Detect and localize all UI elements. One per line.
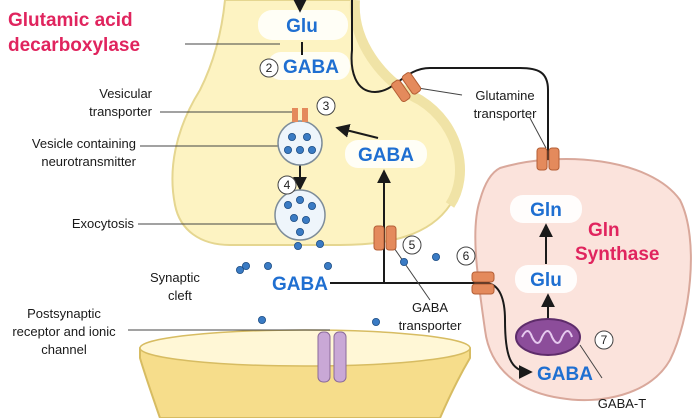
gaba-transporter-glia xyxy=(471,271,495,295)
label-gaba-transporter-1: GABA xyxy=(412,300,448,315)
leader-glutamine-transporter-b xyxy=(529,117,547,149)
gaba-dot xyxy=(323,261,332,270)
svg-text:7: 7 xyxy=(601,333,608,347)
gaba-transporter-neuron xyxy=(373,225,397,251)
svg-text:3: 3 xyxy=(323,99,330,113)
mitochondrion xyxy=(515,318,581,356)
molecule-gaba-presynaptic: GABA xyxy=(283,57,339,78)
gaba-dot xyxy=(371,317,380,326)
label-synaptic-cleft-1: Synaptic xyxy=(150,270,200,285)
label-postsynaptic-2: receptor and ionic xyxy=(12,324,116,339)
gaba-dot xyxy=(287,132,296,141)
step-marker-6: 6 xyxy=(456,246,476,266)
glu-highlight xyxy=(258,10,348,40)
gaba-dot xyxy=(295,145,304,154)
gaba-dot xyxy=(283,200,292,209)
vesicle-docked-top xyxy=(277,120,323,166)
step-marker-3: 3 xyxy=(316,96,336,116)
glutamine-transporter-glia xyxy=(536,147,560,171)
label-vesicular-transporter-2: transporter xyxy=(89,104,153,119)
gaba-dot xyxy=(307,145,316,154)
vesicular-transporter xyxy=(292,108,308,122)
gaba-highlight-right xyxy=(345,140,427,168)
gaba-dot xyxy=(257,315,266,324)
gaba-dot xyxy=(295,195,304,204)
leader-gaba-t xyxy=(579,344,603,379)
step-marker-7: 7 xyxy=(594,330,614,350)
gaba-dot xyxy=(302,132,311,141)
molecule-gln-glia: Gln xyxy=(530,200,562,221)
gaba-dot xyxy=(301,215,310,224)
molecule-gaba-recycled: GABA xyxy=(358,145,414,166)
gaba-dot xyxy=(399,257,408,266)
gaba-dot xyxy=(315,239,324,248)
label-postsynaptic-1: Postsynaptic xyxy=(27,306,101,321)
leader-gaba-transporter xyxy=(391,244,431,301)
glutamine-transporter-neuron xyxy=(391,72,422,103)
gaba-molecule-dots xyxy=(235,132,440,326)
label-glutamine-transporter-2: transporter xyxy=(474,106,538,121)
gaba-highlight-top xyxy=(268,52,350,80)
leader-glutamine-transporter xyxy=(417,87,463,96)
postsynaptic-surface xyxy=(139,329,471,367)
enzyme-gad-line2: decarboxylase xyxy=(8,35,140,56)
svg-text:4: 4 xyxy=(284,178,291,192)
label-gaba-transporter-2: transporter xyxy=(399,318,463,333)
molecule-glu-presynaptic: Glu xyxy=(286,16,318,37)
svg-text:6: 6 xyxy=(463,249,470,263)
gaba-dot xyxy=(431,252,440,261)
label-synaptic-cleft-2: cleft xyxy=(168,288,192,303)
gaba-dot xyxy=(235,265,244,274)
gaba-dot xyxy=(289,213,298,222)
step-marker-4: 4 xyxy=(277,175,297,195)
axon-membrane-edge xyxy=(349,0,465,208)
label-gaba-t: GABA-T xyxy=(598,396,646,411)
label-vesicle-2: neurotransmitter xyxy=(41,154,136,169)
molecule-gaba-glia: GABA xyxy=(537,364,593,385)
svg-text:5: 5 xyxy=(409,238,416,252)
gaba-dot xyxy=(241,261,250,270)
enzyme-gln-synthase-line2: Synthase xyxy=(575,244,659,265)
enzyme-gln-synthase-line1: Gln xyxy=(588,220,620,241)
molecule-glu-glia: Glu xyxy=(530,270,562,291)
step-marker-5: 5 xyxy=(402,235,422,255)
label-postsynaptic-3: channel xyxy=(41,342,87,357)
gln-highlight xyxy=(510,195,582,223)
step-marker-2: 2 xyxy=(259,58,279,78)
enzyme-gad-line1: Glutamic acid xyxy=(8,10,133,31)
label-vesicle-1: Vesicle containing xyxy=(32,136,136,151)
gaba-dot xyxy=(295,227,304,236)
label-vesicular-transporter-1: Vesicular xyxy=(99,86,152,101)
gaba-dot xyxy=(293,241,302,250)
gaba-dot xyxy=(307,201,316,210)
postsynaptic-receptor xyxy=(317,331,347,383)
gaba-dot xyxy=(263,261,272,270)
gaba-dot xyxy=(283,145,292,154)
glu-glia-highlight xyxy=(515,265,577,293)
arrow-reuptake-to-vesicle xyxy=(335,123,379,139)
label-glutamine-transporter-1: Glutamine xyxy=(475,88,534,103)
svg-text:2: 2 xyxy=(266,61,273,75)
molecule-gaba-cleft: GABA xyxy=(272,274,328,295)
label-exocytosis: Exocytosis xyxy=(72,216,135,231)
